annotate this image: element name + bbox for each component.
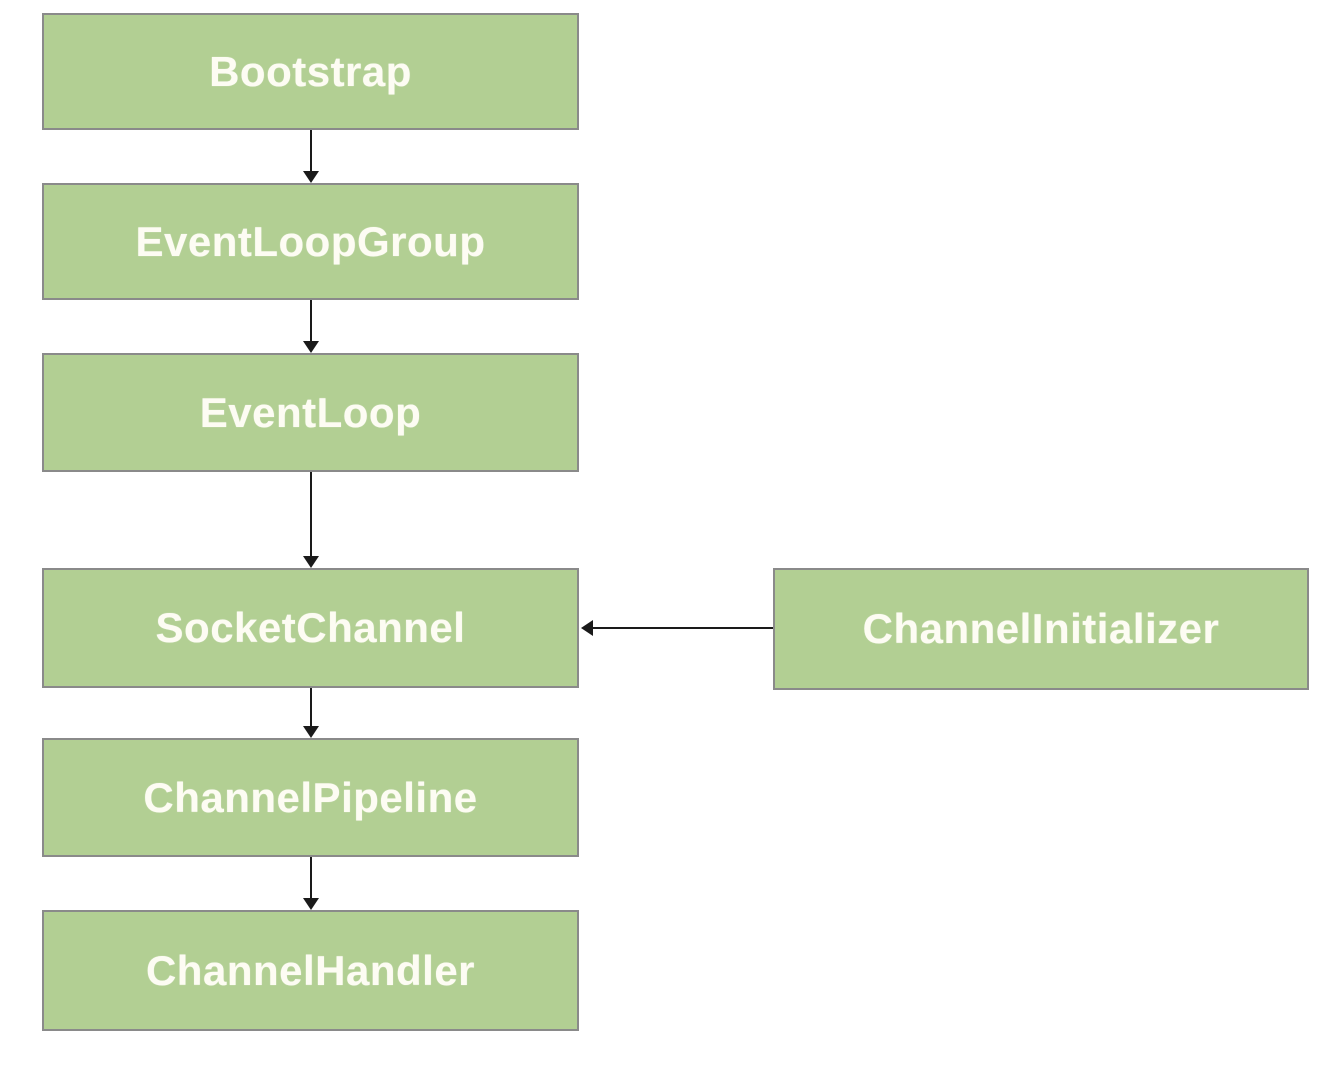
node-bootstrap-label: Bootstrap	[209, 47, 412, 95]
arrow-channelpipeline-to-channelhandler	[303, 857, 319, 910]
node-eventloop-label: EventLoop	[199, 388, 422, 436]
node-channelpipeline-label: ChannelPipeline	[143, 773, 478, 821]
arrow-eventloop-to-socketchannel	[303, 472, 319, 568]
arrow-channelinitializer-to-socketchannel	[581, 620, 773, 636]
node-channelinitializer-label: ChannelInitializer	[862, 605, 1220, 652]
node-socketchannel-label: SocketChannel	[155, 604, 466, 651]
node-eventloopgroup: EventLoopGroup	[42, 183, 579, 300]
node-socketchannel: SocketChannel	[42, 568, 589, 698]
node-eventloop: EventLoop	[42, 353, 589, 482]
node-eventloopgroup-label: EventLoopGroup	[135, 217, 486, 265]
node-channelinitializer: ChannelInitializer	[773, 568, 1309, 690]
node-bootstrap: Bootstrap	[42, 13, 579, 130]
arrow-bootstrap-to-eventloopgroup	[303, 130, 319, 183]
node-channelhandler: ChannelHandler	[42, 910, 589, 1041]
arrow-eventloopgroup-to-eventloop	[303, 300, 319, 353]
arrow-socketchannel-to-channelpipeline	[303, 688, 319, 738]
node-channelpipeline: ChannelPipeline	[42, 738, 579, 857]
node-channelhandler-label: ChannelHandler	[145, 946, 476, 994]
